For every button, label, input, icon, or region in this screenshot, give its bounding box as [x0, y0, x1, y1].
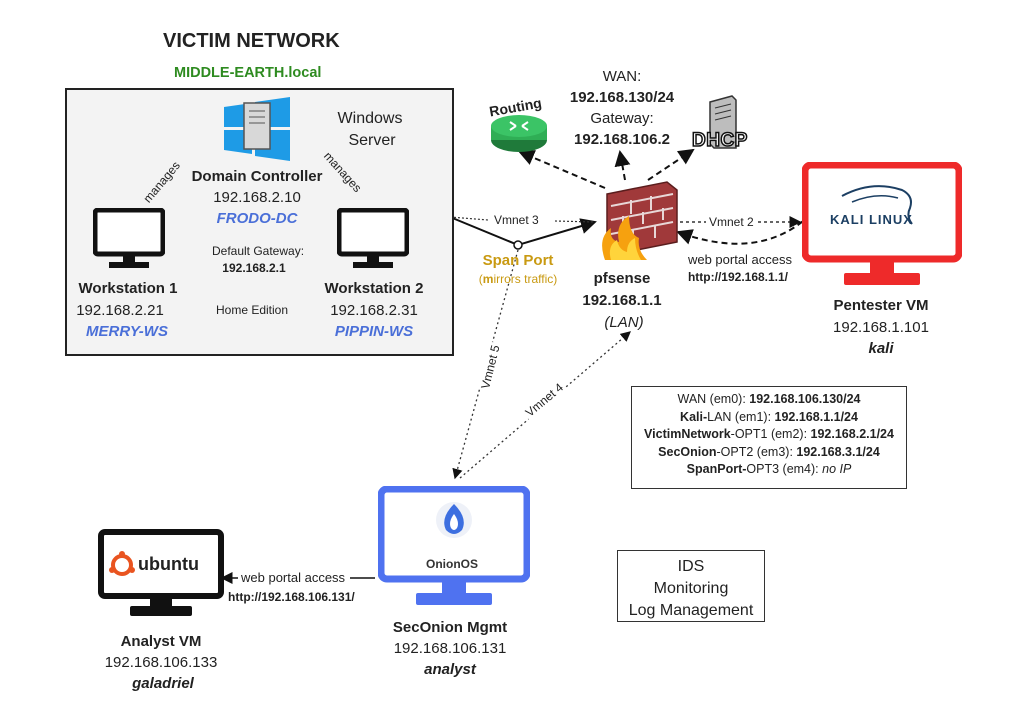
dhcp-label: DHCP [691, 129, 748, 152]
monitoring-line: Monitoring [653, 580, 729, 597]
interface-row-seconion: SecOnion-OPT2 (em3): 192.168.3.1/24 [658, 444, 880, 459]
vmnet4-link [459, 331, 631, 479]
domain-name: MIDDLE-EARTH.local [174, 65, 322, 81]
workstation2-hostname: PIPPIN-WS [334, 323, 414, 340]
windows-label-2: Server [348, 132, 396, 149]
ubuntu-monitor-icon [98, 529, 224, 616]
dhcp-server-icon [709, 95, 737, 149]
windows-label-1: Windows [337, 110, 403, 127]
default-gateway-label: Default Gateway: [211, 244, 305, 258]
domain-controller-hostname: FRODO-DC [216, 210, 298, 227]
kali-web-portal-url: http://192.168.1.1/ [687, 270, 789, 284]
workstation2-ip: 192.168.2.31 [330, 302, 418, 319]
log-management-line: Log Management [628, 602, 754, 619]
span-port-node [513, 240, 523, 250]
ubuntu-logo-text: ubuntu [138, 554, 199, 574]
interface-row-victim: VictimNetwork-OPT1 (em2): 192.168.2.1/24 [644, 427, 894, 441]
workstation1-hostname: MERRY-WS [86, 323, 168, 340]
pfsense-ip: 192.168.1.1 [582, 292, 662, 309]
workstation1-monitor-icon [93, 208, 165, 268]
vmnet3-label: Vmnet 3 [492, 213, 541, 227]
pfsense-lan: (LAN) [604, 314, 644, 331]
victim-network-title: VICTIM NETWORK [163, 30, 340, 52]
firewall-icon [602, 181, 678, 260]
mirrors-traffic-label: (mirrors traffic) [478, 272, 558, 286]
pfsense-name: pfsense [593, 270, 651, 287]
kali-monitor-icon [802, 162, 962, 285]
seconion-user: analyst [424, 661, 476, 678]
domain-controller-ip: 192.168.2.10 [213, 189, 301, 206]
home-edition-label: Home Edition [215, 303, 289, 317]
ids-monitoring-box: IDS Monitoring Log Management [617, 550, 765, 622]
domain-controller-name: Domain Controller [191, 168, 323, 185]
onionos-logo-text: OnionOS [426, 557, 478, 571]
interface-row-wan: WAN (em0): 192.168.106.130/24 [677, 392, 861, 406]
seconion-monitor-icon [378, 486, 530, 605]
default-gateway-ip: 192.168.2.1 [222, 261, 286, 275]
vmnet2-label: Vmnet 2 [706, 215, 757, 229]
windows-server-icon [224, 97, 290, 161]
kali-web-portal-label: web portal access [687, 252, 793, 267]
seconion-name: SecOnion Mgmt [392, 619, 508, 636]
pentester-ip: 192.168.1.101 [833, 319, 929, 336]
analyst-user: galadriel [132, 675, 194, 692]
pentester-user: kali [868, 340, 894, 357]
kali-web-portal-arrow [676, 214, 811, 245]
gateway-label: Gateway: [590, 110, 654, 127]
workstation2-name: Workstation 2 [324, 280, 424, 297]
analyst-name: Analyst VM [120, 633, 202, 650]
interface-row-spanport: SpanPort-OPT3 (em4): no IP [686, 462, 852, 476]
ids-line: IDS [677, 558, 705, 575]
router-icon [491, 115, 547, 152]
analyst-web-portal-label: web portal access [241, 570, 346, 585]
wan-ip: 192.168.130/24 [569, 89, 675, 106]
span-port-label: Span Port [482, 252, 554, 269]
pentester-name: Pentester VM [833, 297, 929, 314]
analyst-ip: 192.168.106.133 [104, 654, 218, 671]
kali-logo-text: KALI LINUX [830, 212, 913, 227]
workstation1-ip: 192.168.2.21 [76, 302, 164, 319]
seconion-ip: 192.168.106.131 [393, 640, 507, 657]
analyst-web-portal-url: http://192.168.106.131/ [228, 590, 355, 604]
workstation2-monitor-icon [337, 208, 409, 268]
gateway-ip: 192.168.106.2 [574, 131, 670, 148]
interfaces-box: WAN (em0): 192.168.106.130/24 Kali-LAN (… [631, 386, 907, 489]
workstation1-name: Workstation 1 [78, 280, 178, 297]
interface-row-kali: Kali-LAN (em1): 192.168.1.1/24 [680, 409, 858, 424]
wan-label: WAN: [602, 68, 642, 85]
